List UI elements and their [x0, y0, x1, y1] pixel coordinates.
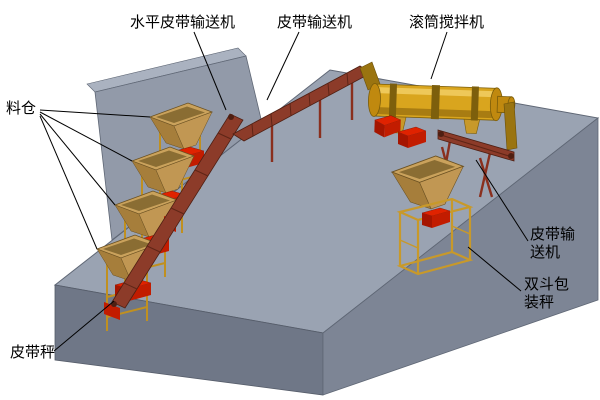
leader-silo-4 [39, 115, 98, 250]
label-silos: 料仓 [6, 101, 37, 117]
leader-silo-1 [39, 109, 151, 118]
label-belt-scale: 皮带秤 [10, 345, 56, 361]
inclined-belt-conveyor [232, 61, 381, 162]
leader-right-conveyor [475, 159, 529, 242]
label-inclined-belt-conveyor: 皮带输送机 [277, 15, 353, 31]
label-right-belt-conveyor: 皮带输 送机 [530, 227, 576, 261]
label-horizontal-belt-conveyor: 水平皮带输送机 [130, 15, 236, 31]
double-hopper-packing-scale [391, 155, 474, 276]
label-packing-scale: 双斗包 装秤 [524, 277, 570, 311]
leader-silo-2 [39, 111, 133, 162]
discharge-chute [503, 101, 518, 151]
leader-silo-3 [39, 113, 116, 206]
drum-ring-3 [470, 86, 479, 121]
tail-pulley [111, 301, 117, 307]
leader-drum-mixer [430, 31, 448, 80]
drum-ring-1 [388, 83, 398, 118]
leader-inclined-conveyor [266, 31, 300, 101]
drum-ring-2 [430, 85, 440, 120]
leader-belt-scale [53, 300, 115, 352]
drum-end-left [368, 83, 381, 117]
drum-mixer [368, 83, 516, 138]
label-drum-mixer: 滚筒搅拌机 [409, 15, 485, 31]
right-belt-conveyor [437, 129, 515, 198]
leader-lines [39, 31, 529, 352]
stand-bottom-frame [396, 250, 474, 276]
mixer-motor-block [397, 126, 427, 148]
head-pulley [228, 114, 234, 120]
leader-packing-scale [467, 246, 522, 292]
leader-horizontal-conveyor [193, 31, 227, 111]
